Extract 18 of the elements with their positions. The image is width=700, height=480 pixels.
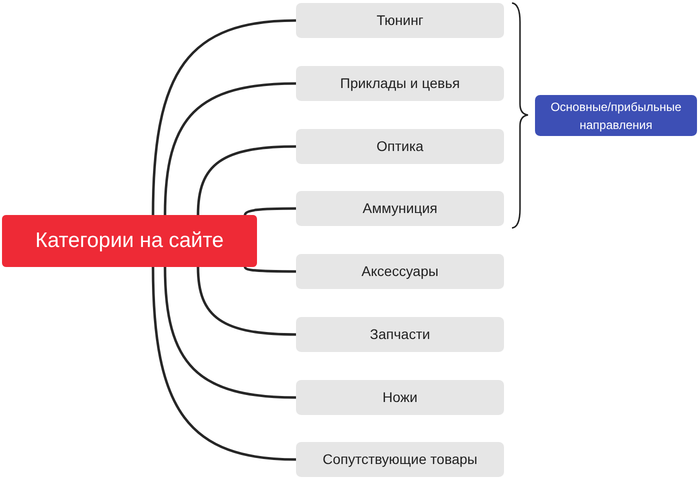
category-box: Тюнинг: [296, 3, 504, 38]
category-box: Оптика: [296, 129, 504, 164]
connector-line: [196, 145, 296, 216]
category-box: Аммуниция: [296, 191, 504, 226]
connector-line: [152, 266, 296, 461]
category-box: Сопутствующие товары: [296, 442, 504, 477]
category-box: Аксессуары: [296, 254, 504, 289]
connector-line: [152, 19, 296, 216]
connector-line: [164, 82, 296, 216]
note-box: Основные/прибыльные направления: [535, 95, 697, 136]
category-box: Запчасти: [296, 317, 504, 352]
connector-line: [164, 266, 296, 399]
category-box: Ножи: [296, 380, 504, 415]
connector-line: [196, 266, 296, 336]
category-box: Приклады и цевья: [296, 66, 504, 101]
connector-line: [244, 207, 296, 216]
root-topic-box: Категории на сайте: [2, 215, 257, 267]
connector-line: [244, 266, 296, 273]
